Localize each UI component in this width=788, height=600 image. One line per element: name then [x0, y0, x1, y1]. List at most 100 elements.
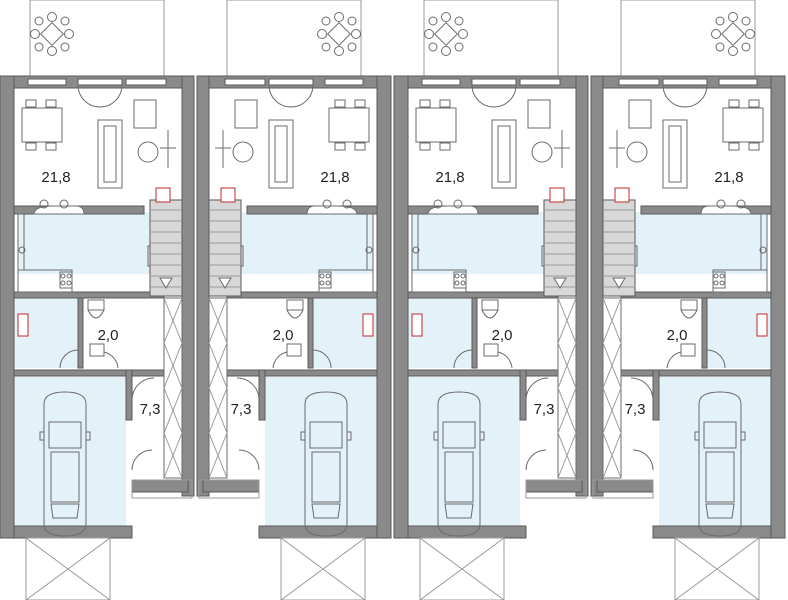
door-swing — [272, 351, 288, 369]
patio-chair — [334, 46, 344, 56]
window — [519, 78, 561, 86]
dwelling-unit — [590, 0, 786, 600]
terrace — [423, 0, 559, 77]
driveway-line — [25, 537, 111, 600]
coffee-table — [232, 141, 254, 163]
sink — [412, 246, 420, 254]
wc-wall — [226, 291, 378, 299]
patio-chair — [60, 42, 70, 52]
door-swing — [706, 349, 726, 369]
living-room-area: 21,8 — [435, 169, 464, 186]
closet-brace — [208, 432, 228, 479]
sink — [365, 246, 373, 254]
door-swing — [59, 349, 79, 369]
door-swing — [290, 84, 314, 108]
chair — [45, 99, 57, 108]
driveway — [25, 537, 111, 600]
sofa — [97, 119, 123, 189]
car-windshield — [48, 421, 82, 449]
hall-closet — [602, 297, 622, 479]
driveway — [674, 537, 760, 600]
chair — [354, 142, 366, 151]
patio-chair — [454, 16, 464, 26]
patio-set — [317, 12, 361, 56]
dwelling-unit — [196, 0, 392, 600]
bathroom-area-value: 2,0 — [492, 327, 513, 344]
bathroom-area: 2,0 — [273, 327, 294, 344]
sofa-seat — [103, 125, 117, 183]
armchair — [133, 99, 157, 129]
car-roof — [311, 451, 341, 503]
hall-area-value: 7,3 — [231, 401, 252, 418]
car-windshield — [703, 421, 737, 449]
car-body — [437, 391, 481, 537]
bathroom-area-value: 2,0 — [98, 327, 119, 344]
side-wall — [770, 75, 786, 539]
patio-chair — [47, 12, 57, 22]
door-swing — [238, 449, 260, 471]
car-mirror — [346, 431, 352, 441]
hall-area: 7,3 — [231, 401, 252, 418]
patio-table — [326, 21, 352, 47]
entry-step — [198, 479, 260, 499]
closet-brace — [557, 342, 577, 389]
washbasin — [286, 343, 302, 357]
washbasin — [680, 343, 696, 357]
patio-chair — [428, 16, 438, 26]
garage-hall-wall — [519, 369, 527, 421]
bar-stool — [716, 199, 726, 209]
toilet-tank — [481, 299, 499, 311]
living-room-area: 21,8 — [320, 169, 349, 186]
car-mirror — [85, 431, 91, 441]
car-mirror — [39, 431, 45, 441]
bar-stool — [322, 199, 332, 209]
party-wall — [590, 75, 604, 497]
car-mirror — [433, 431, 439, 441]
kitchen-island — [700, 205, 752, 215]
bathroom-area: 2,0 — [492, 327, 513, 344]
stair-fire-sign — [614, 187, 630, 203]
closet-brace — [163, 432, 183, 479]
door-swing — [236, 377, 260, 401]
patio-chair — [458, 29, 468, 39]
toilet-bowl — [481, 309, 499, 319]
sofa — [268, 119, 294, 189]
patio-chair — [317, 29, 327, 39]
hall-area: 7,3 — [625, 401, 646, 418]
garage-wall — [620, 369, 772, 377]
driveway — [419, 537, 505, 600]
patio-chair — [715, 42, 725, 52]
car — [39, 391, 91, 537]
car-rear-window — [705, 503, 735, 519]
car-rear-window — [311, 503, 341, 519]
window — [27, 78, 67, 86]
entry-step — [592, 479, 654, 499]
door-swing — [103, 351, 119, 369]
hall-closet — [557, 297, 577, 479]
closet-brace — [602, 387, 622, 434]
closet-brace — [208, 387, 228, 434]
closet-brace — [208, 342, 228, 389]
door-swing — [453, 349, 473, 369]
sofa-seat — [274, 125, 288, 183]
chair — [439, 142, 451, 151]
door-swing — [666, 351, 682, 369]
patio-chair — [741, 42, 751, 52]
window — [421, 78, 461, 86]
burner — [713, 280, 719, 286]
car-roof — [50, 451, 80, 503]
door-swing — [131, 449, 153, 471]
wc-wall — [13, 291, 165, 299]
coffee-table — [626, 141, 648, 163]
burner — [60, 280, 66, 286]
bar-stool — [433, 199, 443, 209]
entry-wall — [525, 479, 583, 493]
car-roof — [705, 451, 735, 503]
partition-wall — [77, 297, 84, 369]
bar-stool — [59, 199, 69, 209]
bathroom-area-value: 2,0 — [273, 327, 294, 344]
patio-chair — [728, 12, 738, 22]
patio-chair — [715, 16, 725, 26]
window — [718, 78, 758, 86]
boiler — [17, 313, 29, 337]
